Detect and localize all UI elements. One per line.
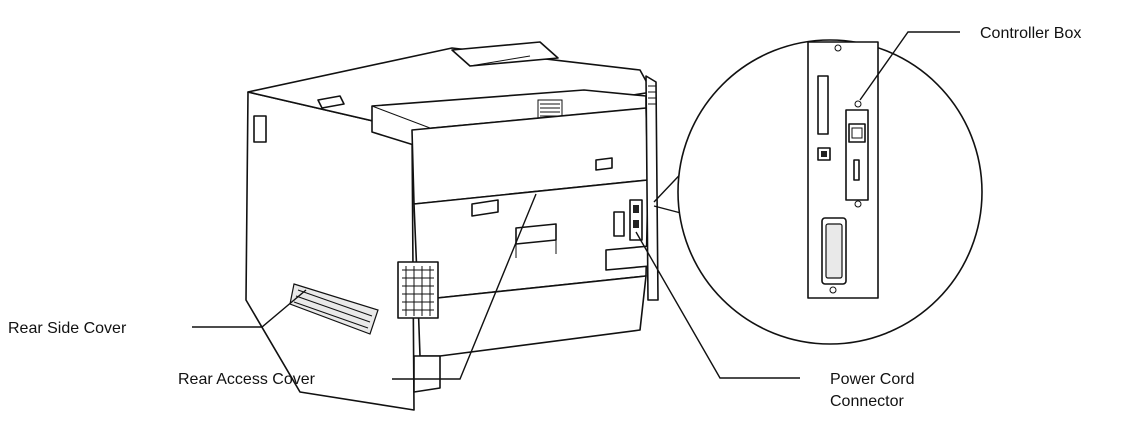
leader-controller-box	[859, 31, 960, 101]
side-handle	[253, 115, 267, 143]
leader-rear-side-cover	[192, 289, 307, 328]
controller-magnifier	[653, 39, 983, 345]
label-rear-side-cover: Rear Side Cover	[8, 320, 127, 337]
label-controller-box: Controller Box	[980, 25, 1081, 42]
left-side-panel	[245, 91, 415, 411]
leader-rear-access-cover	[392, 193, 537, 380]
output-tray	[451, 41, 559, 67]
rear-lower-panel	[417, 275, 647, 357]
printer-illustration	[245, 41, 659, 411]
controller-board	[807, 41, 879, 299]
label-power-cord-line2: Connector	[830, 393, 904, 410]
label-rear-access-cover: Rear Access Cover	[178, 371, 316, 388]
label-power-cord-line1: Power Cord	[830, 371, 914, 388]
underside-hatch	[289, 283, 379, 335]
side-vent-grille	[397, 261, 439, 319]
leader-power-cord-connector	[635, 231, 800, 379]
power-cord-connector-part	[613, 199, 643, 241]
